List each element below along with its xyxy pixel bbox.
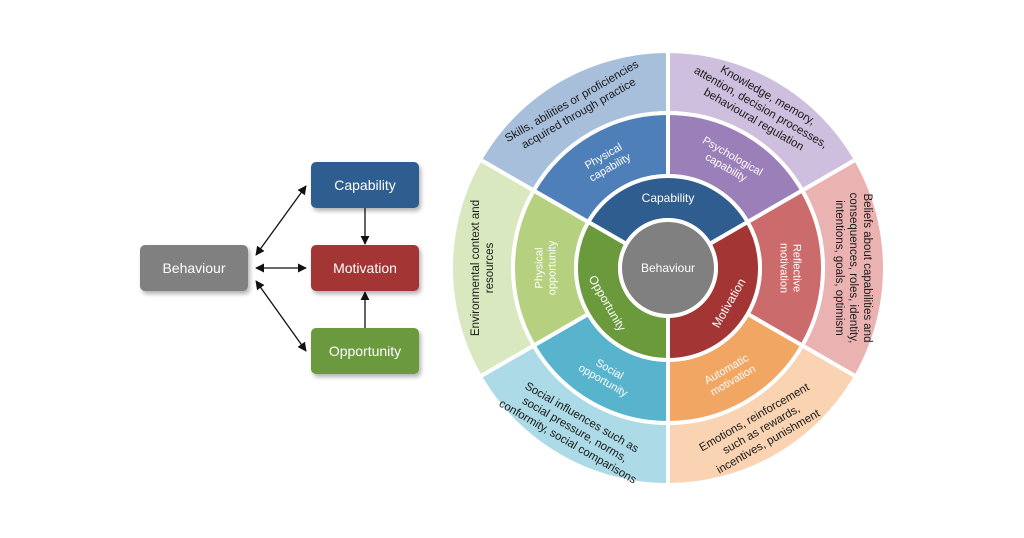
capability-box: Capability: [311, 162, 419, 208]
motivation-label: Motivation: [333, 260, 397, 276]
outer-label-reflective-motivation: Beliefs about capabilities andconsequenc…: [833, 193, 873, 344]
com-b-model: Behaviour Capability Motivation Opportun…: [140, 162, 419, 374]
behaviour-change-wheel: BehaviourCapabilityMotivationOpportunity…: [449, 48, 887, 488]
motivation-box: Motivation: [311, 245, 419, 291]
middle-label-reflective-motivation: Reflectivemotivation: [778, 243, 803, 293]
capability-label: Capability: [334, 177, 395, 193]
middle-label-physical-opportunity: Physicalopportunity: [533, 240, 558, 295]
opportunity-box: Opportunity: [311, 328, 419, 374]
arrow-behaviour-capability: [255, 185, 307, 256]
arrow-behaviour-opportunity: [255, 280, 307, 352]
behaviour-box: Behaviour: [140, 245, 248, 291]
opportunity-label: Opportunity: [329, 343, 401, 359]
wheel-centre-label: Behaviour: [641, 261, 695, 275]
behaviour-label: Behaviour: [162, 260, 225, 276]
wheel-centre: [618, 218, 718, 318]
inner-label-capability: Capability: [642, 191, 695, 205]
